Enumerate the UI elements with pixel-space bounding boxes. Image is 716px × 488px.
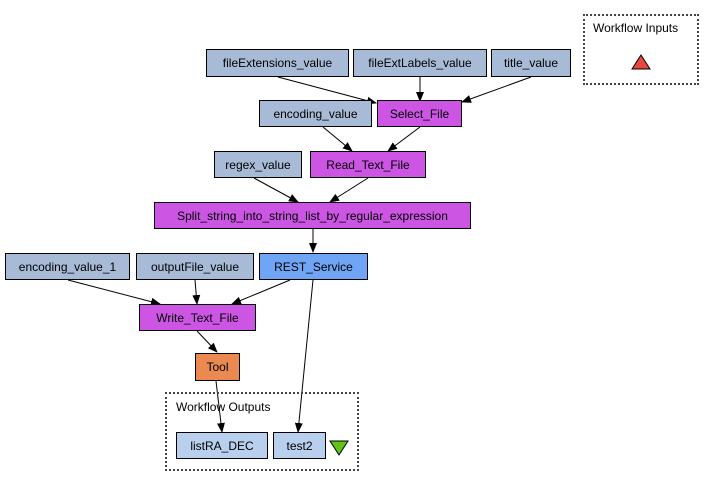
workflow-inputs-label: Workflow Inputs	[593, 21, 679, 35]
node-tool[interactable]: Tool	[195, 353, 240, 381]
edge-title-to-select	[461, 76, 532, 103]
node-test2[interactable]: test2	[273, 432, 326, 459]
node-read-text-file[interactable]: Read_Text_File	[310, 151, 426, 178]
node-write-text-file[interactable]: Write_Text_File	[139, 304, 256, 331]
node-title-value[interactable]: title_value	[491, 49, 571, 77]
edge-regex-to-split	[253, 177, 299, 203]
edge-fileExtensions-to-select	[277, 76, 377, 105]
edge-encoding1-to-write	[67, 279, 161, 306]
edge-tool-to-listRA	[215, 380, 225, 433]
edge-encoding-to-read	[322, 126, 353, 152]
workflow-outputs-group	[165, 392, 359, 471]
node-split-string[interactable]: Split_string_into_string_list_by_regular…	[154, 202, 471, 229]
node-encoding-value-1[interactable]: encoding_value_1	[5, 253, 130, 280]
edge-read-to-split	[329, 177, 369, 203]
node-listRA-DEC[interactable]: listRA_DEC	[176, 432, 268, 459]
node-select-file[interactable]: Select_File	[377, 100, 462, 127]
workflow-inputs-group	[583, 14, 699, 85]
edge-rest-to-test2	[294, 279, 314, 433]
edge-outputFile-to-write	[192, 279, 201, 305]
node-outputFile-value[interactable]: outputFile_value	[136, 253, 254, 280]
input-port-triangle-icon[interactable]	[631, 54, 651, 70]
workflow-outputs-label: Workflow Outputs	[176, 400, 271, 414]
node-rest-service[interactable]: REST_Service	[259, 253, 368, 280]
edge-rest-to-write	[231, 279, 291, 305]
node-regex-value[interactable]: regex_value	[214, 151, 302, 178]
node-encoding-value[interactable]: encoding_value	[259, 100, 372, 127]
output-port-triangle-icon[interactable]	[329, 440, 349, 456]
edge-write-to-tool	[196, 330, 218, 353]
node-fileExtLabels-value[interactable]: fileExtLabels_value	[353, 49, 487, 77]
node-fileExtensions-value[interactable]: fileExtensions_value	[206, 49, 349, 77]
edge-select-to-read	[387, 126, 421, 152]
